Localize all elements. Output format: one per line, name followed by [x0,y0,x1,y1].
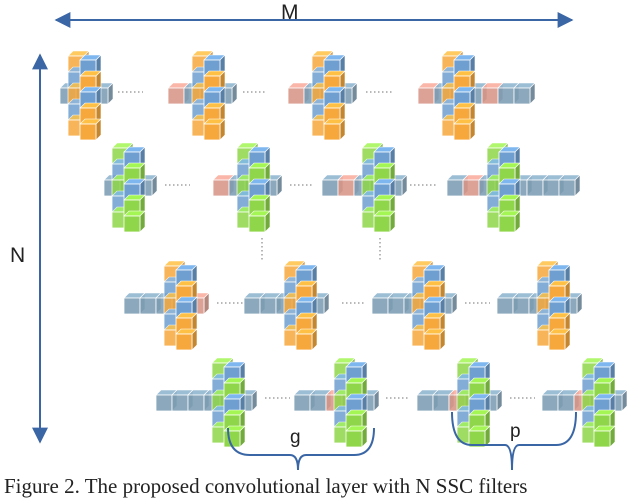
filter-cluster [496,260,583,351]
filter-cluster [371,260,458,351]
cube [79,118,102,141]
filter-cluster [446,142,581,233]
cube [373,210,396,233]
g-label: g [290,427,301,448]
filter-cluster [541,357,628,448]
filter-cluster [287,50,358,141]
cube [203,54,226,77]
cube [203,118,226,141]
filter-cluster [123,260,210,351]
filter-cluster [321,142,408,233]
cube [423,328,446,351]
cube [223,425,246,448]
cube [498,210,521,233]
m-axis-label: M [281,1,299,24]
filter-cluster [212,142,283,233]
filter-cluster [416,357,503,448]
cube [123,210,146,233]
cube [498,178,521,201]
continuation-dots [118,91,535,399]
filter-cluster [417,50,536,141]
cube [295,328,318,351]
figure-caption: Figure 2. The proposed convolutional lay… [4,476,528,498]
cube [558,174,581,197]
filter-cluster [167,50,238,141]
filter-cluster [155,357,258,448]
cube [548,328,571,351]
cube [593,425,616,448]
g-bracket [227,427,375,471]
cube [513,82,536,105]
n-axis-label: N [10,244,26,267]
cube [468,425,491,448]
cube [345,425,368,448]
p-label: p [510,421,521,442]
p-bracket [451,411,577,471]
cube [323,118,346,141]
cube [175,328,198,351]
filter-cluster [59,50,114,141]
filter-cluster [103,142,158,233]
cube [248,210,271,233]
filter-grid [59,50,628,448]
cube [453,118,476,141]
filter-cluster [293,357,380,448]
filter-cluster [243,260,330,351]
